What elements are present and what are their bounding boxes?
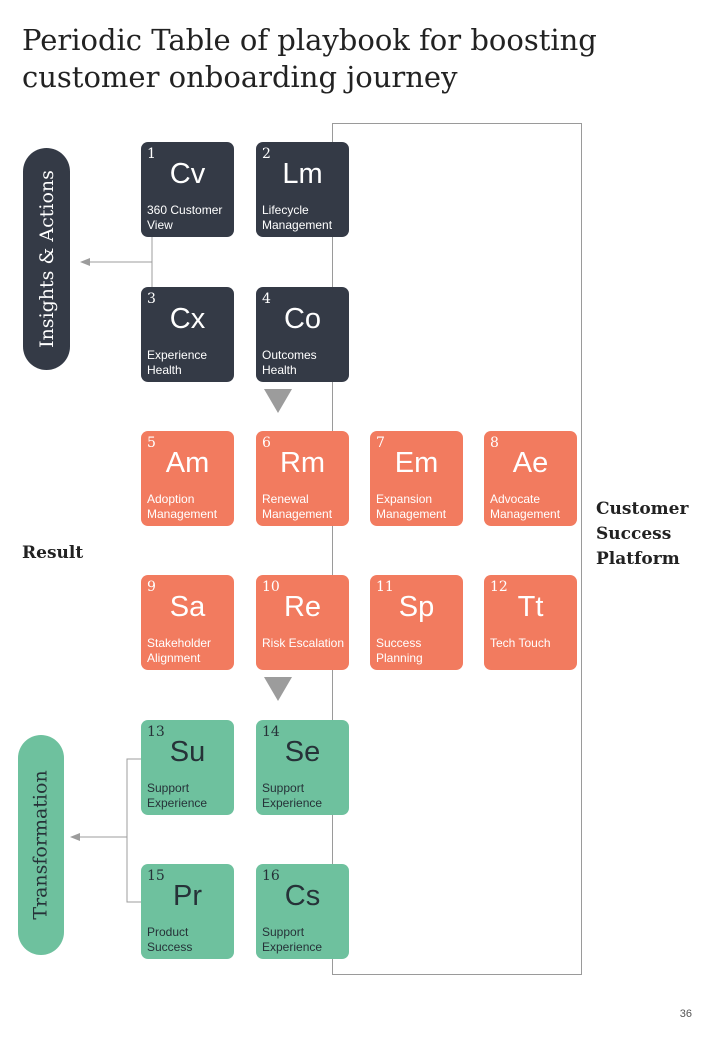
tile-name: Success Planning (376, 636, 423, 665)
tile-name: 360 Customer View (147, 203, 223, 232)
element-tile-pr: 15 Pr Product Success (141, 864, 234, 959)
tile-name: Renewal Management (262, 492, 333, 521)
element-tile-cx: 3 Cx Experience Health (141, 287, 234, 382)
tile-symbol: Tt (517, 591, 544, 623)
transformation-arrowhead (70, 833, 80, 841)
transformation-bracket (126, 758, 141, 903)
tile-number: 8 (490, 435, 499, 451)
tile-number: 15 (147, 868, 165, 884)
element-tile-se: 14 Se Support Experience (256, 720, 349, 815)
tile-name: Support Experience (262, 781, 323, 810)
tile-number: 11 (376, 579, 394, 595)
tile-name: Adoption Management (147, 492, 218, 521)
tile-name: Outcomes Health (262, 348, 317, 377)
tile-number: 4 (262, 291, 271, 307)
tile-symbol: Lm (282, 158, 323, 190)
platform-frame (332, 123, 582, 975)
tile-number: 9 (147, 579, 156, 595)
tile-name: Product Success (147, 925, 193, 954)
tile-symbol: Se (284, 736, 321, 768)
tile-name: Advocate Management (490, 492, 561, 521)
tile-number: 1 (147, 146, 156, 162)
element-tile-em: 7 Em Expansion Management (370, 431, 463, 526)
element-tile-cv: 1 Cv 360 Customer View (141, 142, 234, 237)
tile-symbol: Sa (169, 591, 206, 623)
tile-symbol: Co (283, 303, 322, 335)
result-label: Result (22, 543, 84, 563)
tile-name: Tech Touch (490, 636, 551, 650)
tile-symbol: Su (169, 736, 206, 768)
tile-number: 16 (262, 868, 280, 884)
element-tile-rm: 6 Rm Renewal Management (256, 431, 349, 526)
tile-name: Experience Health (147, 348, 208, 377)
tile-symbol: Sp (398, 591, 435, 623)
down-arrow-icon (264, 677, 292, 701)
tile-symbol: Am (165, 447, 210, 479)
tile-symbol: Cv (169, 158, 206, 190)
tile-name: Stakeholder Alignment (147, 636, 212, 665)
element-tile-ae: 8 Ae Advocate Management (484, 431, 577, 526)
tile-number: 6 (262, 435, 271, 451)
tile-number: 14 (262, 724, 280, 740)
element-tile-cs: 16 Cs Support Experience (256, 864, 349, 959)
element-tile-su: 13 Su Support Experience (141, 720, 234, 815)
tile-symbol: Rm (279, 447, 326, 479)
element-tile-tt: 12 Tt Tech Touch (484, 575, 577, 670)
tile-number: 2 (262, 146, 271, 162)
tile-number: 12 (490, 579, 508, 595)
tile-number: 13 (147, 724, 165, 740)
element-tile-am: 5 Am Adoption Management (141, 431, 234, 526)
insights-actions-label: Insights & Actions (35, 170, 58, 348)
tile-symbol: Pr (173, 880, 202, 912)
tile-symbol: Re (283, 591, 322, 623)
tile-number: 10 (262, 579, 280, 595)
insights-actions-pill: Insights & Actions (23, 148, 70, 370)
element-tile-re: 10 Re Risk Escalation (256, 575, 349, 670)
element-tile-lm: 2 Lm Lifecycle Management (256, 142, 349, 237)
tile-name: Lifecycle Management (262, 203, 333, 232)
tile-name: Expansion Management (376, 492, 447, 521)
element-tile-sp: 11 Sp Success Planning (370, 575, 463, 670)
tile-name: Support Experience (262, 925, 323, 954)
transformation-pill: Transformation (18, 735, 64, 955)
down-arrow-icon (264, 389, 292, 413)
element-tile-co: 4 Co Outcomes Health (256, 287, 349, 382)
tile-name: Support Experience (147, 781, 208, 810)
insights-arrowhead (80, 258, 90, 266)
tile-number: 3 (147, 291, 156, 307)
platform-label: Customer Success Platform (596, 499, 689, 569)
tile-symbol: Em (394, 447, 439, 479)
transformation-label: Transformation (30, 770, 53, 920)
tile-number: 5 (147, 435, 156, 451)
page-title: Periodic Table of playbook for boosting … (22, 23, 597, 94)
tile-number: 7 (376, 435, 385, 451)
page-number: 36 (679, 1008, 692, 1020)
element-tile-sa: 9 Sa Stakeholder Alignment (141, 575, 234, 670)
tile-symbol: Cx (169, 303, 206, 335)
tile-name: Risk Escalation (262, 636, 345, 650)
tile-symbol: Ae (512, 447, 549, 479)
tile-symbol: Cs (284, 880, 321, 912)
